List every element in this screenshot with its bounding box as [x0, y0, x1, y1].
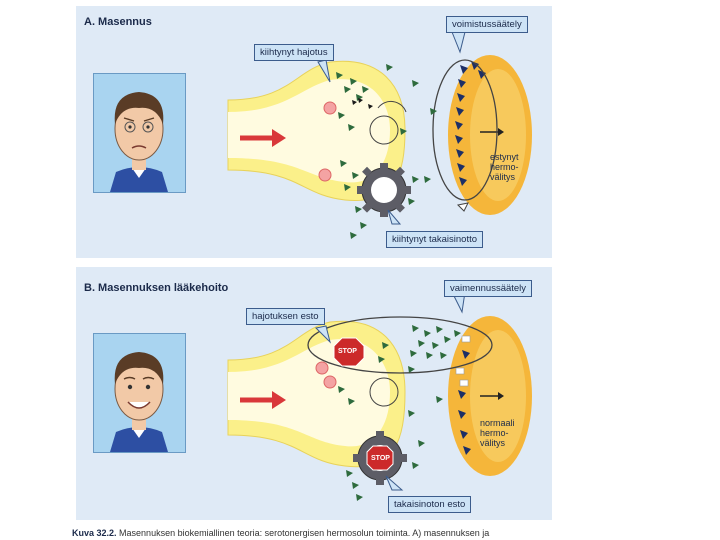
- panel-a-title: A. Masennus: [84, 16, 152, 28]
- caption-text: Masennuksen biokemiallinen teoria: serot…: [119, 528, 490, 538]
- reuptake-transporter-a: [357, 163, 411, 217]
- accelerated-reuptake-callout: kiihtynyt takaisinotto: [386, 231, 484, 248]
- down-regulation-callout: vaimennussäätely: [444, 280, 533, 297]
- caption-label: Kuva 32.2.: [72, 528, 117, 538]
- accelerated-release-callout: kiihtynyt hajotus: [254, 44, 334, 61]
- inhibited-transmission-label: estynyt hermo- välitys: [490, 152, 519, 182]
- panel-b-title: B. Masennuksen lääkehoito: [84, 282, 229, 294]
- serotonin-molecules-a: [336, 64, 437, 239]
- stop-sign-release: [333, 337, 365, 367]
- stop-sign-label-reuptake: STOP: [371, 455, 390, 462]
- stop-sign-label-release: STOP: [338, 348, 357, 355]
- release-inhibition-callout: hajotuksen esto: [246, 308, 325, 325]
- receptor-row-a: [455, 61, 486, 186]
- reuptake-inhibition-callout: takaisinoton esto: [388, 496, 472, 513]
- figure-caption: Kuva 32.2. Masennuksen biokemiallinen te…: [72, 528, 489, 538]
- serotonin-molecules-b: [338, 325, 461, 501]
- reuptake-transporter-b: [353, 431, 407, 485]
- happy-face-illustration: [93, 333, 186, 453]
- normal-transmission-label: normaali hermo- välitys: [480, 418, 515, 448]
- sad-face-illustration: [93, 73, 186, 193]
- receptor-row-b: [458, 350, 471, 455]
- up-regulation-callout: voimistussäätely: [446, 16, 528, 33]
